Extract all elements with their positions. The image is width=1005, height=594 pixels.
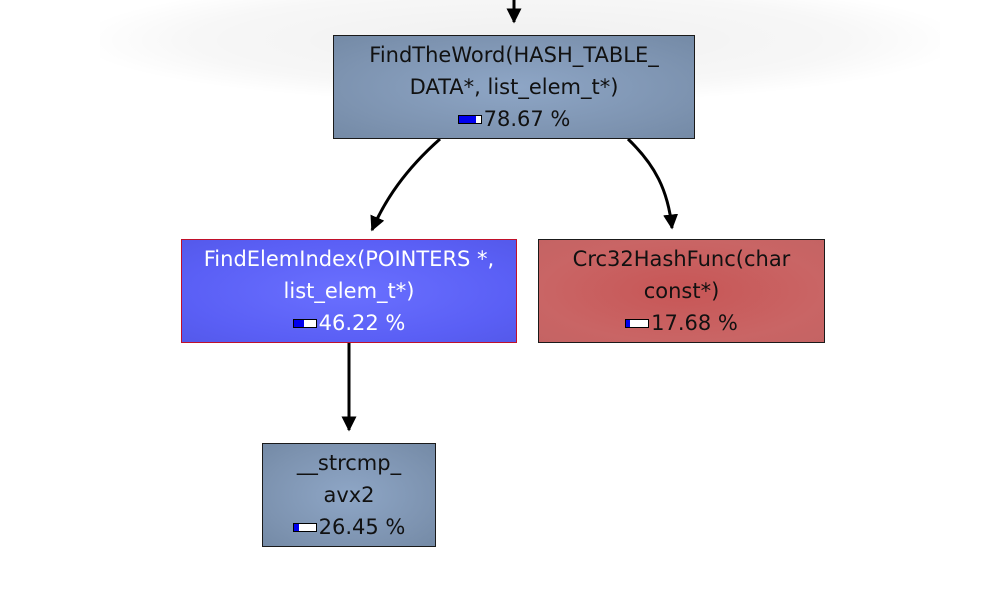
edge-findtheword-to-findelemindex — [370, 137, 441, 232]
node-crc32hashfunc-percent: 17.68 % — [625, 307, 738, 339]
node-crc32hashfunc[interactable]: Crc32HashFunc(char const*) 17.68 % — [538, 239, 825, 343]
node-findtheword[interactable]: FindTheWord(HASH_TABLE_ DATA*, list_elem… — [333, 35, 695, 139]
node-strcmp-avx2-percent: 26.45 % — [292, 511, 405, 543]
node-findtheword-percent: 78.67 % — [457, 103, 570, 135]
node-strcmp-avx2-label: __strcmp_ avx2 — [296, 451, 402, 507]
percent-bar-icon — [292, 522, 317, 532]
node-findtheword-label: FindTheWord(HASH_TABLE_ DATA*, list_elem… — [369, 43, 659, 99]
node-findelemindex-percent: 46.22 % — [292, 307, 405, 339]
percent-bar-icon — [625, 318, 650, 328]
edge-findtheword-to-crc32hashfunc — [626, 137, 679, 230]
node-findelemindex-label: FindElemIndex(POINTERS *, list_elem_t*) — [203, 247, 495, 303]
node-findelemindex[interactable]: FindElemIndex(POINTERS *, list_elem_t*) … — [181, 239, 517, 343]
node-crc32hashfunc-label: Crc32HashFunc(char const*) — [572, 247, 791, 303]
percent-bar-icon — [457, 114, 482, 124]
node-strcmp-avx2[interactable]: __strcmp_ avx2 26.45 % — [262, 443, 436, 547]
percent-bar-icon — [292, 318, 317, 328]
